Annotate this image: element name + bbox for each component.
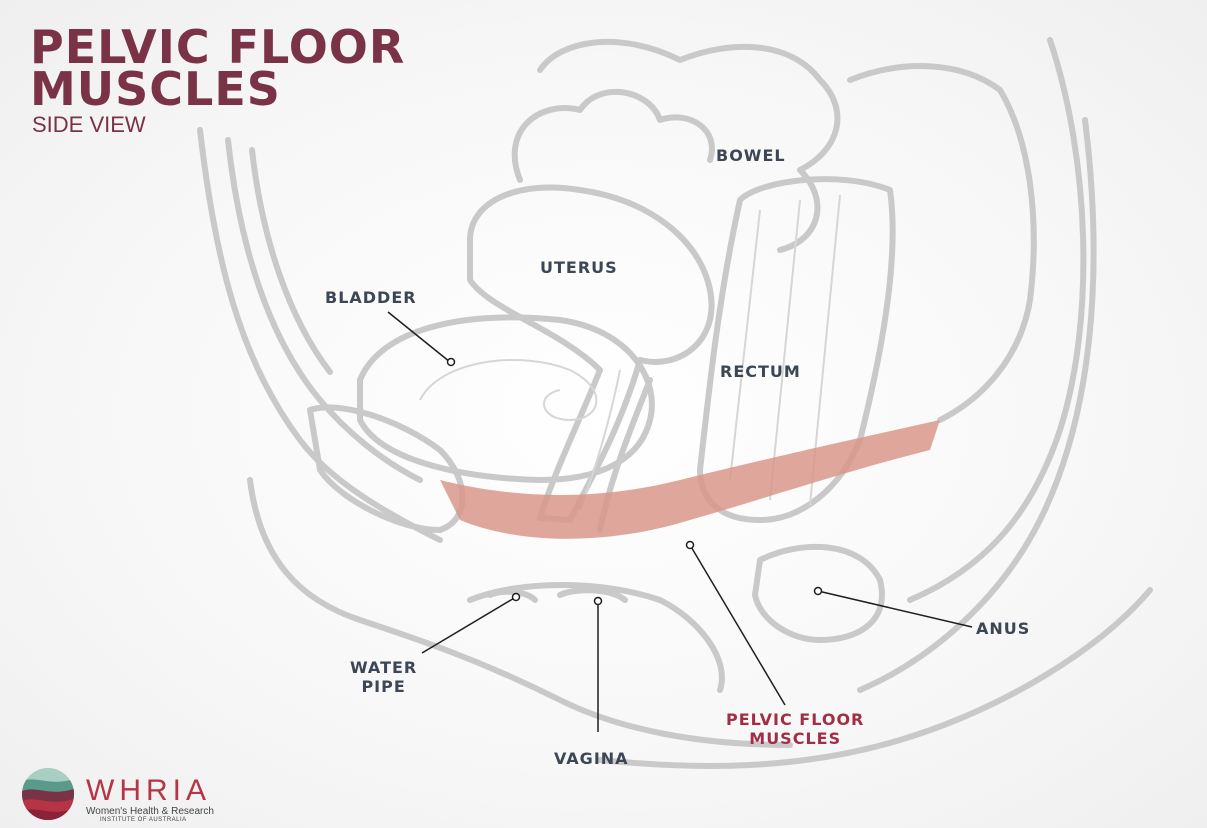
bowel-loops-2 (515, 92, 712, 180)
label-pelvic-floor-line-1: PELVIC FLOOR (726, 710, 864, 729)
vagina-opening (560, 590, 625, 600)
label-bowel: BOWEL (716, 146, 786, 165)
back-outline (860, 120, 1094, 690)
label-pelvic-floor-line-2: MUSCLES (726, 729, 864, 748)
sacrum-outline (910, 40, 1083, 600)
label-pelvic-floor-muscles: PELVIC FLOOR MUSCLES (726, 710, 864, 748)
pelvic-floor-marker (687, 542, 694, 549)
bladder-shape (360, 318, 652, 481)
label-uterus: UTERUS (540, 258, 618, 277)
anus-marker (815, 588, 822, 595)
water-pipe-leader-line (422, 597, 516, 653)
bladder-leader-line (388, 312, 450, 362)
bowel-loops (540, 42, 837, 250)
logo-name: WHRIA (86, 776, 211, 806)
bladder-swirl (420, 360, 596, 420)
water-pipe-marker (513, 594, 520, 601)
label-water-pipe: WATER PIPE (350, 658, 417, 696)
label-water-pipe-line-2: PIPE (350, 677, 417, 696)
label-rectum: RECTUM (720, 362, 801, 381)
uterus-shape (470, 187, 712, 520)
logo-subtitle-line-1: Women's Health & Research (86, 806, 214, 817)
anus-leader-line (818, 591, 972, 627)
label-bladder: BLADDER (325, 288, 417, 307)
label-vagina: VAGINA (554, 749, 629, 768)
vagina-marker (595, 598, 602, 605)
rectum-lines-1 (730, 210, 760, 480)
label-water-pipe-line-1: WATER (350, 658, 417, 677)
logo-subtitle-line-2: INSTITUTE OF AUSTRALIA (100, 817, 187, 824)
abdominal-wall-line (252, 150, 330, 372)
bladder-marker (448, 359, 455, 366)
label-anus: ANUS (976, 619, 1030, 638)
